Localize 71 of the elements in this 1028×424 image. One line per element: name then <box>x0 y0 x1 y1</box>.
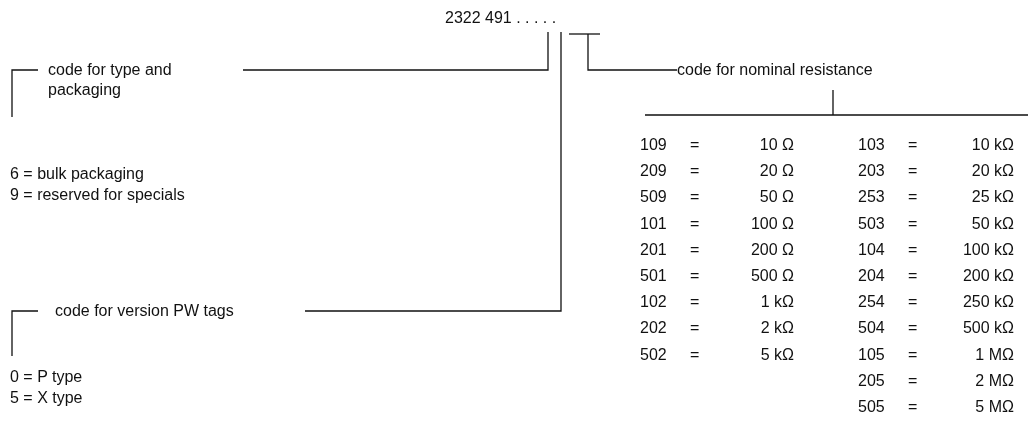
equals-sign: = <box>690 187 700 208</box>
resistance-code: 209 <box>640 161 667 182</box>
resistance-value: 200 kΩ <box>961 266 1014 286</box>
resistance-value: 500 kΩ <box>961 318 1014 339</box>
leader-line <box>242 31 549 71</box>
equals-sign: = <box>690 135 700 155</box>
resistance-value: 2 kΩ <box>759 318 794 339</box>
resistance-code: 205 <box>858 370 885 391</box>
equals-sign: = <box>690 292 700 313</box>
resistance-value: 50 kΩ <box>970 213 1014 234</box>
equals-sign: = <box>908 370 918 391</box>
equals-sign: = <box>690 318 700 339</box>
resistance-code: 501 <box>640 266 667 286</box>
resistance-value: 10 kΩ <box>970 135 1014 155</box>
resistance-code: 103 <box>858 135 885 155</box>
resistance-code: 253 <box>858 187 885 208</box>
resistance-code: 104 <box>858 239 885 260</box>
resistance-code: 503 <box>858 213 885 234</box>
resistance-value: 20 Ω <box>758 161 794 182</box>
equals-sign: = <box>908 292 918 313</box>
code-description: code for type and packaging <box>48 60 243 102</box>
resistance-value: 50 Ω <box>758 187 794 208</box>
resistance-code: 505 <box>858 397 885 417</box>
code-description: code for nominal resistance <box>677 60 927 80</box>
code-option: 6 = bulk packaging <box>10 164 144 184</box>
resistance-value: 20 kΩ <box>970 161 1014 182</box>
resistance-value: 100 Ω <box>749 213 794 234</box>
resistance-code: 504 <box>858 318 885 339</box>
equals-sign: = <box>908 213 918 234</box>
resistance-value: 5 kΩ <box>759 344 794 365</box>
code-option: 9 = reserved for specials <box>10 185 185 205</box>
resistance-value: 2 MΩ <box>974 370 1014 391</box>
leader-line <box>587 33 678 71</box>
equals-sign: = <box>690 266 700 286</box>
resistance-code: 502 <box>640 344 667 365</box>
equals-sign: = <box>908 397 918 417</box>
code-option: 5 = X type <box>10 388 83 408</box>
equals-sign: = <box>690 239 700 260</box>
resistance-code: 202 <box>640 318 667 339</box>
resistance-value: 10 Ω <box>758 135 794 155</box>
resistance-value: 5 MΩ <box>974 397 1014 417</box>
resistance-value: 25 kΩ <box>970 187 1014 208</box>
resistance-code: 101 <box>640 213 667 234</box>
equals-sign: = <box>908 135 918 155</box>
equals-sign: = <box>908 344 918 365</box>
resistance-code: 109 <box>640 135 667 155</box>
equals-sign: = <box>908 187 918 208</box>
resistance-code: 105 <box>858 344 885 365</box>
resistance-code: 254 <box>858 292 885 313</box>
resistance-value: 100 kΩ <box>961 239 1014 260</box>
equals-sign: = <box>690 213 700 234</box>
resistance-value: 250 kΩ <box>961 292 1014 313</box>
resistance-code: 204 <box>858 266 885 286</box>
code-description: code for version PW tags <box>55 301 305 321</box>
leader-line <box>304 31 562 312</box>
resistance-code: 509 <box>640 187 667 208</box>
resistance-code: 203 <box>858 161 885 182</box>
equals-sign: = <box>908 239 918 260</box>
equals-sign: = <box>908 161 918 182</box>
equals-sign: = <box>908 318 918 339</box>
resistance-value: 200 Ω <box>749 239 794 260</box>
part-number: 2322 491 . . . . . <box>445 8 605 32</box>
equals-sign: = <box>690 161 700 182</box>
resistance-value: 1 kΩ <box>759 292 794 313</box>
resistance-code: 201 <box>640 239 667 260</box>
equals-sign: = <box>690 344 700 365</box>
code-option: 0 = P type <box>10 367 83 387</box>
resistance-value: 1 MΩ <box>974 344 1014 365</box>
equals-sign: = <box>908 266 918 286</box>
resistance-value: 500 Ω <box>749 266 794 286</box>
resistance-code: 102 <box>640 292 667 313</box>
